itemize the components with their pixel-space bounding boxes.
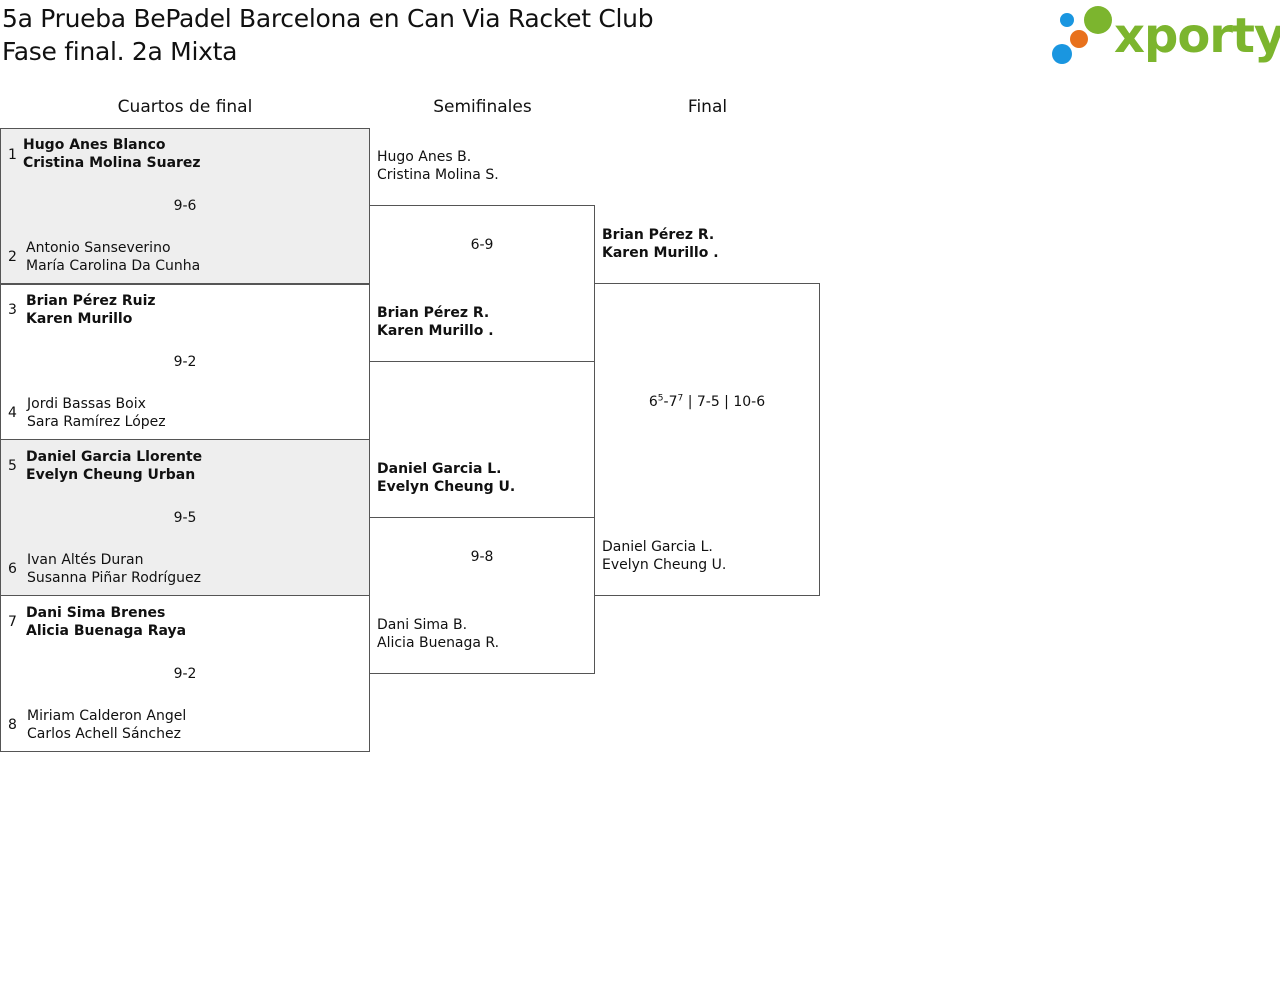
player-name: Evelyn Cheung U. — [377, 479, 516, 495]
team-entry: Brian Pérez Ruiz Karen Murillo — [26, 292, 156, 328]
match-score: 9-5 — [173, 510, 197, 526]
player-name: Cristina Molina Suarez — [23, 155, 201, 171]
quarterfinal-match: 5 Daniel Garcia Llorente Evelyn Cheung U… — [0, 439, 370, 596]
final-set1-team-a: 6 — [648, 394, 658, 410]
quarterfinal-match: 1 Hugo Anes Blanco Cristina Molina Suare… — [0, 128, 370, 285]
team-entry: Ivan Altés Duran Susanna Piñar Rodríguez — [27, 551, 201, 587]
player-name: Sara Ramírez López — [27, 414, 166, 430]
player-name: Karen Murillo . — [377, 323, 494, 339]
player-name: Daniel Garcia Llorente — [26, 449, 203, 465]
final-set1-team-a-tiebreak: 5 — [657, 393, 664, 404]
player-name: Karen Murillo — [26, 311, 133, 327]
player-name: Daniel Garcia L. — [602, 539, 713, 555]
player-name: Alicia Buenaga Raya — [26, 623, 187, 639]
match-score: 9-8 — [470, 549, 494, 565]
quarterfinal-match: 3 Brian Pérez Ruiz Karen Murillo 9-2 4 J… — [0, 283, 370, 440]
player-name: Miriam Calderon Angel — [27, 708, 187, 724]
player-name: Hugo Anes Blanco — [23, 137, 166, 153]
player-name: Brian Pérez R. — [377, 305, 490, 321]
team-entry: Dani Sima B. Alicia Buenaga R. — [377, 616, 499, 652]
seed-number: 6 — [8, 561, 17, 577]
team-entry: Daniel Garcia L. Evelyn Cheung U. — [602, 538, 726, 574]
player-name: Brian Pérez R. — [602, 227, 715, 243]
match-score: 6-9 — [470, 237, 494, 253]
player-name: Ivan Altés Duran — [27, 552, 144, 568]
page-title: 5a Prueba BePadel Barcelona en Can Via R… — [2, 4, 654, 33]
column-heading-semifinals: Semifinales — [433, 97, 532, 117]
team-entry: Hugo Anes B. Cristina Molina S. — [377, 148, 499, 184]
player-name: Dani Sima Brenes — [26, 605, 166, 621]
seed-number: 8 — [8, 717, 17, 733]
final-bracket-box — [594, 283, 820, 596]
team-entry: Miriam Calderon Angel Carlos Achell Sánc… — [27, 707, 186, 743]
match-score: 9-2 — [173, 354, 197, 370]
team-entry: Daniel Garcia Llorente Evelyn Cheung Urb… — [26, 448, 202, 484]
seed-number: 7 — [8, 614, 17, 630]
logo-dot-green-icon — [1084, 6, 1112, 34]
player-name: Carlos Achell Sánchez — [27, 726, 181, 742]
final-score: 65-77 | 7-5 | 10-6 — [648, 393, 766, 410]
team-entry: Dani Sima Brenes Alicia Buenaga Raya — [26, 604, 186, 640]
column-heading-final: Final — [687, 97, 728, 117]
team-entry: Daniel Garcia L. Evelyn Cheung U. — [377, 460, 515, 496]
seed-number: 3 — [8, 302, 17, 318]
final-set1-team-b-tiebreak: 7 — [677, 393, 684, 404]
player-name: Antonio Sanseverino — [26, 240, 171, 256]
column-heading-quarterfinals: Cuartos de final — [117, 97, 253, 117]
player-name: Karen Murillo . — [602, 245, 719, 261]
page-subtitle: Fase final. 2a Mixta — [2, 37, 238, 66]
semifinal-bracket-box — [369, 517, 595, 674]
logo-dot-orange-icon — [1070, 30, 1088, 48]
semifinal-bracket-box — [369, 205, 595, 362]
player-name: Hugo Anes B. — [377, 149, 472, 165]
logo-text: xporty — [1114, 8, 1280, 64]
player-name: Daniel Garcia L. — [377, 461, 502, 477]
final-remaining-sets: | 7-5 | 10-6 — [683, 394, 766, 410]
player-name: Cristina Molina S. — [377, 167, 499, 183]
seed-number: 5 — [8, 458, 17, 474]
final-set1-team-b: 7 — [668, 394, 678, 410]
team-entry: Jordi Bassas Boix Sara Ramírez López — [27, 395, 166, 431]
match-score: 9-6 — [173, 198, 197, 214]
player-name: Susanna Piñar Rodríguez — [27, 570, 202, 586]
player-name: Brian Pérez Ruiz — [26, 293, 156, 309]
team-entry: Brian Pérez R. Karen Murillo . — [377, 304, 494, 340]
seed-number: 2 — [8, 249, 17, 265]
team-entry: Brian Pérez R. Karen Murillo . — [602, 226, 719, 262]
quarterfinal-match: 7 Dani Sima Brenes Alicia Buenaga Raya 9… — [0, 595, 370, 752]
player-name: Alicia Buenaga R. — [377, 635, 500, 651]
player-name: María Carolina Da Cunha — [26, 258, 201, 274]
seed-number: 4 — [8, 405, 17, 421]
match-score: 9-2 — [173, 666, 197, 682]
logo-dot-blue-small-icon — [1060, 13, 1074, 27]
team-entry: Antonio Sanseverino María Carolina Da Cu… — [26, 239, 200, 275]
player-name: Jordi Bassas Boix — [27, 396, 146, 412]
team-entry: Hugo Anes Blanco Cristina Molina Suarez — [23, 136, 201, 172]
player-name: Evelyn Cheung U. — [602, 557, 727, 573]
logo-dot-blue-icon — [1052, 44, 1072, 64]
player-name: Dani Sima B. — [377, 617, 468, 633]
seed-number: 1 — [8, 147, 17, 163]
player-name: Evelyn Cheung Urban — [26, 467, 196, 483]
xporty-logo: xporty — [1050, 4, 1280, 68]
